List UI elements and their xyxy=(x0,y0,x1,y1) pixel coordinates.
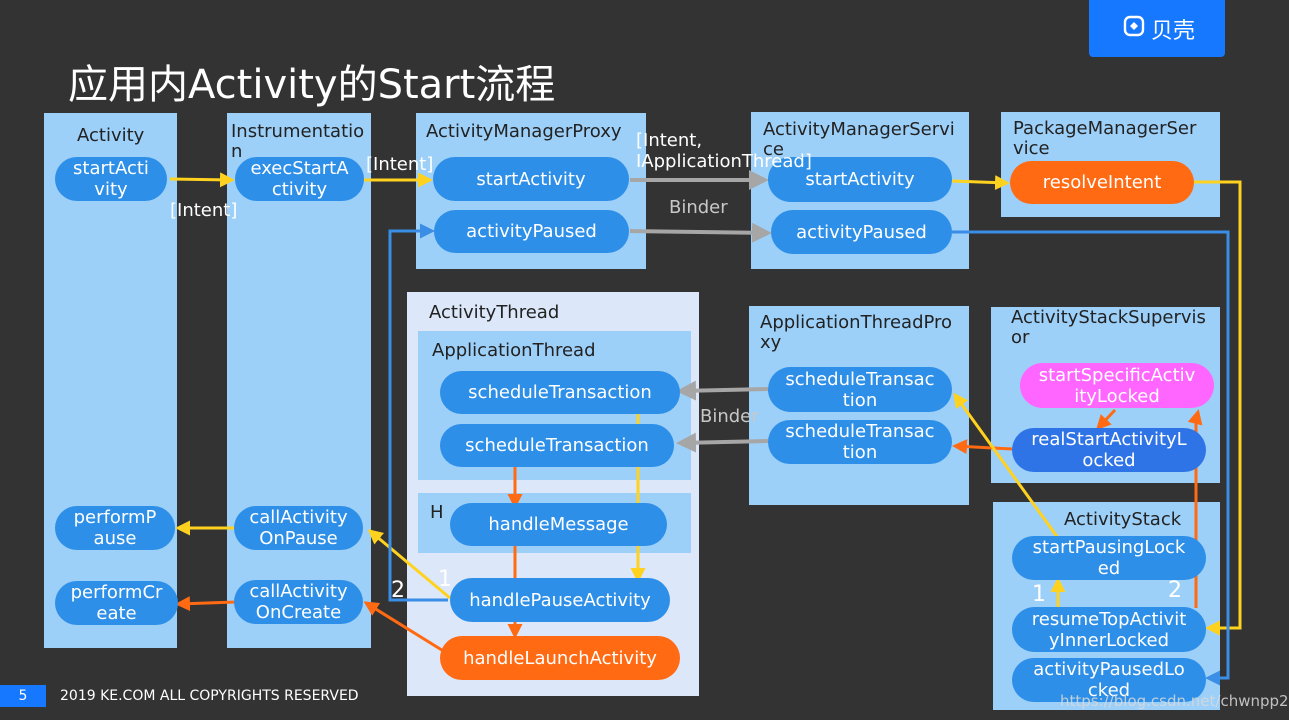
node-callActivityOnPause[interactable]: callActivity OnPause xyxy=(234,506,363,550)
node-amp-startActivity[interactable]: startActivity xyxy=(433,157,629,201)
watermark: https://blog.csdn.net/chwnpp2 xyxy=(1060,692,1289,710)
beike-logo: 贝壳 xyxy=(1089,0,1225,57)
node-callActivityOnCreate[interactable]: callActivity OnCreate xyxy=(234,580,363,624)
arrow-start-to-exec xyxy=(169,172,235,188)
ass-panel-label: ActivityStackSupervis or xyxy=(1011,307,1206,348)
node-atp-scheduleTransaction-2[interactable]: scheduleTransac tion xyxy=(768,420,952,464)
step-number-1-left: 1 xyxy=(438,567,452,592)
node-resolveIntent[interactable]: resolveIntent xyxy=(1010,161,1194,204)
activity-panel-label: Activity xyxy=(77,125,145,146)
node-ams-activityPaused[interactable]: activityPaused xyxy=(771,210,952,254)
logo-text: 贝壳 xyxy=(1151,19,1196,44)
node-resumeTopActivityInnerLocked[interactable]: resumeTopActivit yInnerLocked xyxy=(1012,607,1206,652)
h-panel-label: H xyxy=(430,502,444,523)
page-number: 5 xyxy=(0,685,46,707)
activity-panel: Activity xyxy=(44,113,177,648)
amp-panel-label: ActivityManagerProxy xyxy=(426,121,622,142)
step-number-1-right: 1 xyxy=(1032,582,1046,607)
edge-label-binder-2: Binder xyxy=(700,406,759,427)
instrumentation-panel-label: Instrumentatio n xyxy=(231,121,365,162)
node-atp-scheduleTransaction-1[interactable]: scheduleTransac tion xyxy=(768,367,952,412)
node-execStartActivity[interactable]: execStartA ctivity xyxy=(235,157,364,201)
node-amp-activityPaused[interactable]: activityPaused xyxy=(434,210,629,253)
atp-panel-label: ApplicationThreadPro xy xyxy=(760,312,953,353)
activity-stack-panel-label: ActivityStack xyxy=(1064,509,1182,530)
node-at-scheduleTransaction-2[interactable]: scheduleTransaction xyxy=(440,424,674,467)
arrow-amp-to-ams-paused xyxy=(629,222,772,243)
node-startSpecificActivityLocked[interactable]: startSpecificActiv ityLocked xyxy=(1020,363,1214,408)
instrumentation-panel: Instrumentatio n xyxy=(227,113,371,648)
step-number-2-right: 2 xyxy=(1168,578,1182,603)
node-performCreate[interactable]: performCr eate xyxy=(55,581,178,625)
node-handleLaunchActivity[interactable]: handleLaunchActivity xyxy=(440,636,680,680)
copyright-text: 2019 KE.COM ALL COPYRIGHTS RESERVED xyxy=(60,688,359,704)
application-thread-panel-label: ApplicationThread xyxy=(432,340,596,361)
node-handleMessage[interactable]: handleMessage xyxy=(450,503,667,546)
node-performPause[interactable]: performP ause xyxy=(55,506,175,550)
node-at-scheduleTransaction-1[interactable]: scheduleTransaction xyxy=(440,371,680,414)
edge-label-intent-2: [Intent] xyxy=(366,154,434,175)
edge-label-intent-1: [Intent] xyxy=(170,200,238,221)
edge-label-binder-1: Binder xyxy=(669,197,728,218)
edge-label-intent-appthread: [Intent, IApplicationThread] xyxy=(636,130,812,172)
ams-panel-label: ActivityManagerServi ce xyxy=(763,119,955,160)
node-startPausingLocked[interactable]: startPausingLock ed xyxy=(1012,536,1206,580)
node-ams-startActivity[interactable]: startActivity xyxy=(768,157,952,202)
node-activityPausedLocked[interactable]: activityPausedLo cked xyxy=(1012,658,1206,702)
node-startActivity[interactable]: startActi vity xyxy=(55,157,167,201)
beike-logo-icon xyxy=(1123,15,1145,37)
node-handlePauseActivity[interactable]: handlePauseActivity xyxy=(450,578,670,622)
step-number-2-left: 2 xyxy=(391,578,405,603)
node-realStartActivityLocked[interactable]: realStartActivityL ocked xyxy=(1012,428,1206,472)
pms-panel-label: PackageManagerSer vice xyxy=(1013,118,1197,159)
activity-thread-panel-label: ActivityThread xyxy=(429,302,560,323)
slide-title: 应用内Activity的Start流程 xyxy=(68,62,556,108)
